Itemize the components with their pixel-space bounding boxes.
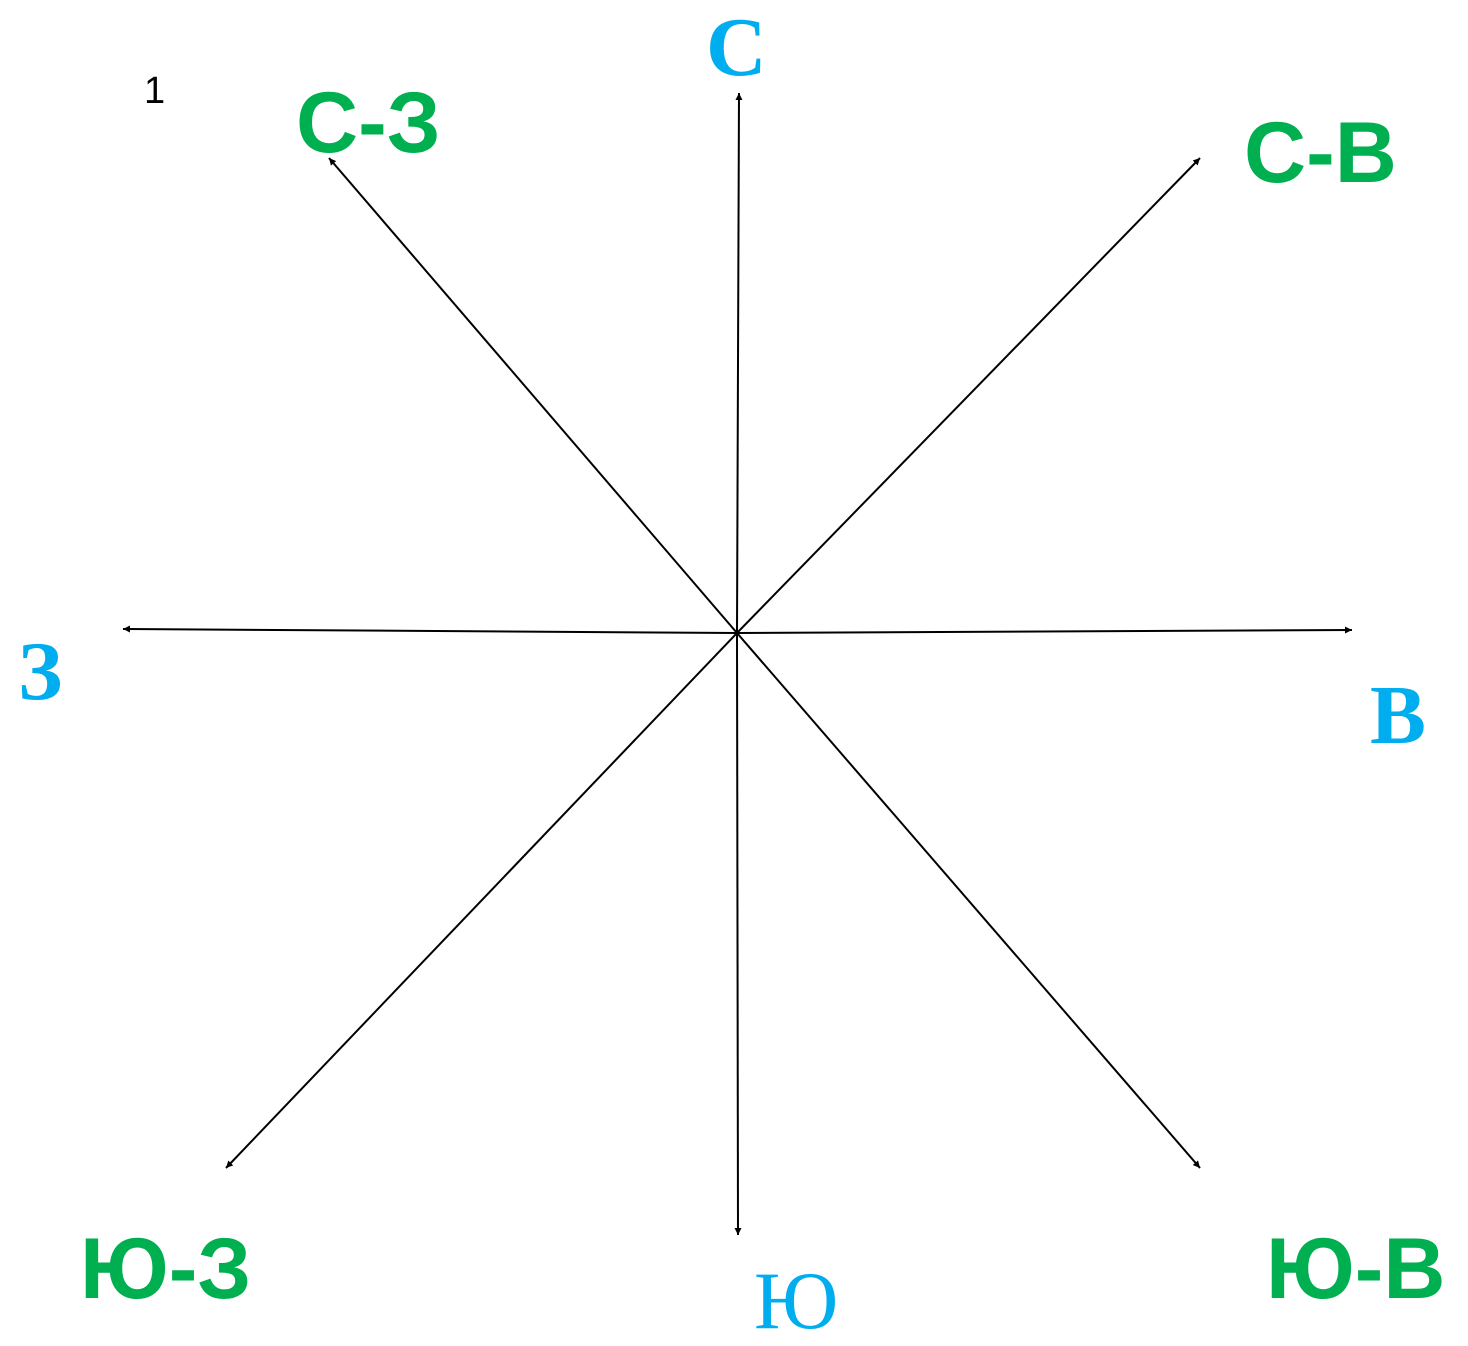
arrow-west (122, 625, 738, 634)
arrow-northwest (328, 157, 738, 634)
arrow-north (735, 92, 743, 634)
label-northwest: С-З (296, 75, 441, 171)
label-south: Ю (754, 1255, 839, 1346)
label-southeast: Ю-В (1266, 1221, 1446, 1317)
label-west: З (18, 625, 63, 718)
arrow-south (734, 632, 742, 1236)
label-north: С (706, 1, 767, 94)
arrow-northeast (736, 157, 1201, 634)
label-northeast: С-В (1244, 105, 1397, 201)
label-east: В (1370, 669, 1427, 762)
arrow-east (736, 626, 1353, 634)
label-southwest: Ю-З (80, 1221, 252, 1317)
arrow-southwest (225, 632, 738, 1169)
slide-number: 1 (144, 70, 166, 112)
arrow-southeast (736, 632, 1201, 1169)
